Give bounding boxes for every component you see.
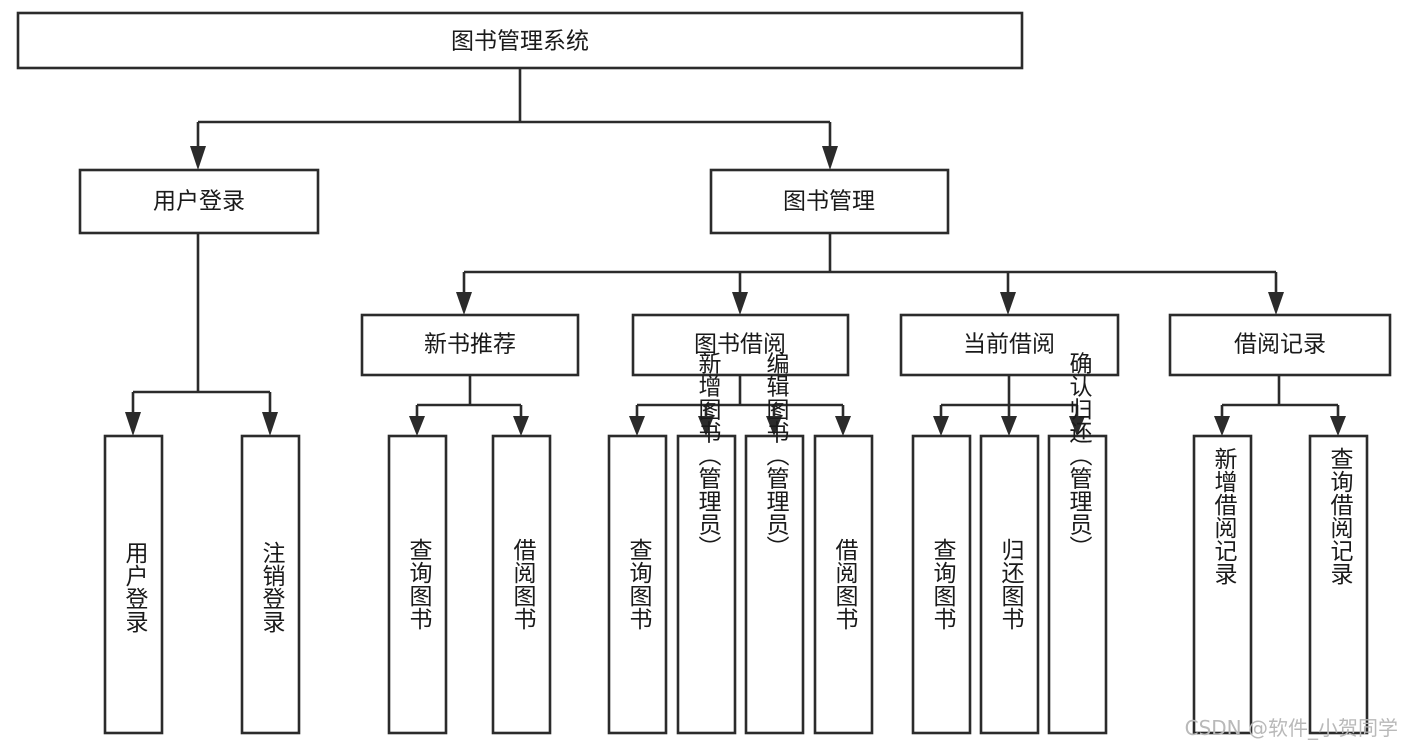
arrow-to-user-login [190, 146, 206, 170]
leaf-user-login-box[interactable] [103, 434, 164, 735]
leaf-add-book-label: 新增图书（管理员） [694, 352, 722, 559]
leaf-query-book-c-label: 查询图书 [929, 538, 957, 630]
arrow-to-leaf-add-book [698, 416, 714, 436]
leaf-user-login[interactable]: 用户登录 [103, 434, 164, 735]
leaf-query-book-c[interactable]: 查询图书 [911, 434, 972, 735]
node-user-login-box[interactable] [78, 168, 320, 235]
leaf-confirm-return-box[interactable] [1047, 434, 1108, 735]
watermark: CSDN @软件_小贺同学 [1185, 716, 1398, 740]
leaf-borrow-book-b[interactable]: 借阅图书 [813, 434, 874, 735]
node-root-box[interactable] [16, 11, 1024, 70]
leaf-user-login-label: 用户登录 [121, 541, 149, 633]
node-new-book-recommendation-box[interactable] [360, 313, 580, 377]
arrow-to-leaf-borrow-book-b [835, 416, 851, 436]
node-current-borrow-label: 当前借阅 [963, 332, 1055, 358]
node-borrow-record-label: 借阅记录 [1234, 332, 1326, 358]
leaf-edit-book[interactable]: 编辑图书（管理员） [744, 352, 805, 735]
node-new-book-recommendation-label: 新书推荐 [424, 332, 516, 358]
node-borrow-record[interactable]: 借阅记录 [1168, 313, 1392, 377]
leaf-edit-book-label: 编辑图书（管理员） [762, 352, 790, 559]
leaf-query-book-a-box[interactable] [387, 434, 448, 735]
node-book-manage-label: 图书管理 [783, 189, 875, 215]
arrow-to-book-borrow [732, 292, 748, 315]
arrow-to-new-book-rec [456, 292, 472, 315]
leaf-query-book-c-box[interactable] [911, 434, 972, 735]
arrow-to-leaf-query-record [1330, 416, 1346, 436]
leaf-edit-book-box[interactable] [744, 434, 805, 735]
leaf-borrow-book-a[interactable]: 借阅图书 [491, 434, 552, 735]
leaf-add-book-box[interactable] [676, 434, 737, 735]
arrow-to-leaf-query-book-b [629, 416, 645, 436]
arrow-to-leaf-user-login [125, 412, 141, 436]
node-current-borrow-box[interactable] [899, 313, 1120, 377]
leaf-return-book-label: 归还图书 [997, 538, 1025, 630]
leaf-return-book-box[interactable] [979, 434, 1040, 735]
node-user-login-label: 用户登录 [153, 189, 245, 215]
leaf-borrow-book-a-box[interactable] [491, 434, 552, 735]
leaf-add-record-label: 新增借阅记录 [1210, 447, 1238, 585]
node-user-login[interactable]: 用户登录 [78, 168, 320, 235]
leaf-query-book-b[interactable]: 查询图书 [607, 434, 668, 735]
arrow-to-leaf-borrow-book-a [513, 416, 529, 436]
node-book-manage[interactable]: 图书管理 [709, 168, 950, 235]
node-book-borrow[interactable]: 图书借阅 [631, 313, 850, 377]
leaf-return-book[interactable]: 归还图书 [979, 434, 1040, 735]
leaf-query-record[interactable]: 查询借阅记录 [1308, 434, 1369, 735]
connector-layer [125, 68, 1346, 436]
node-book-borrow-box[interactable] [631, 313, 850, 377]
arrow-to-leaf-add-record [1214, 416, 1230, 436]
arrow-to-leaf-query-book-a [409, 416, 425, 436]
arrow-to-leaf-query-book-c [933, 416, 949, 436]
leaf-borrow-book-a-label: 借阅图书 [509, 538, 537, 630]
leaf-add-book[interactable]: 新增图书（管理员） [676, 352, 737, 735]
node-root-label: 图书管理系统 [451, 29, 589, 55]
arrow-to-leaf-edit-book [766, 416, 782, 436]
leaf-query-book-b-label: 查询图书 [625, 538, 653, 630]
arrow-to-borrow-record [1268, 292, 1284, 315]
leaf-query-record-box[interactable] [1308, 434, 1369, 735]
node-book-manage-box[interactable] [709, 168, 950, 235]
node-book-borrow-label: 图书借阅 [694, 332, 786, 358]
leaf-confirm-return-label: 确认归还（管理员） [1065, 352, 1093, 559]
leaf-query-book-a-label: 查询图书 [405, 538, 433, 630]
arrow-to-book-manage [822, 146, 838, 170]
leaf-add-record[interactable]: 新增借阅记录 [1192, 434, 1253, 735]
leaf-logout-box[interactable] [240, 434, 301, 735]
node-new-book-recommendation[interactable]: 新书推荐 [360, 313, 580, 377]
leaf-borrow-book-b-label: 借阅图书 [831, 538, 859, 630]
leaf-query-book-a[interactable]: 查询图书 [387, 434, 448, 735]
arrow-to-leaf-return-book [1001, 416, 1017, 436]
leaf-add-record-box[interactable] [1192, 434, 1253, 735]
leaf-logout[interactable]: 注销登录 [240, 434, 301, 735]
node-current-borrow[interactable]: 当前借阅 [899, 313, 1120, 377]
node-root[interactable]: 图书管理系统 [16, 11, 1024, 70]
node-borrow-record-box[interactable] [1168, 313, 1392, 377]
arrow-to-leaf-confirm-return [1069, 416, 1085, 436]
leaf-logout-label: 注销登录 [258, 541, 286, 633]
arrow-to-leaf-logout [262, 412, 278, 436]
arrow-to-current-borrow [1000, 292, 1016, 315]
leaf-query-book-b-box[interactable] [607, 434, 668, 735]
leaf-borrow-book-b-box[interactable] [813, 434, 874, 735]
leaf-confirm-return[interactable]: 确认归还（管理员） [1047, 352, 1108, 735]
leaf-query-record-label: 查询借阅记录 [1326, 447, 1354, 585]
